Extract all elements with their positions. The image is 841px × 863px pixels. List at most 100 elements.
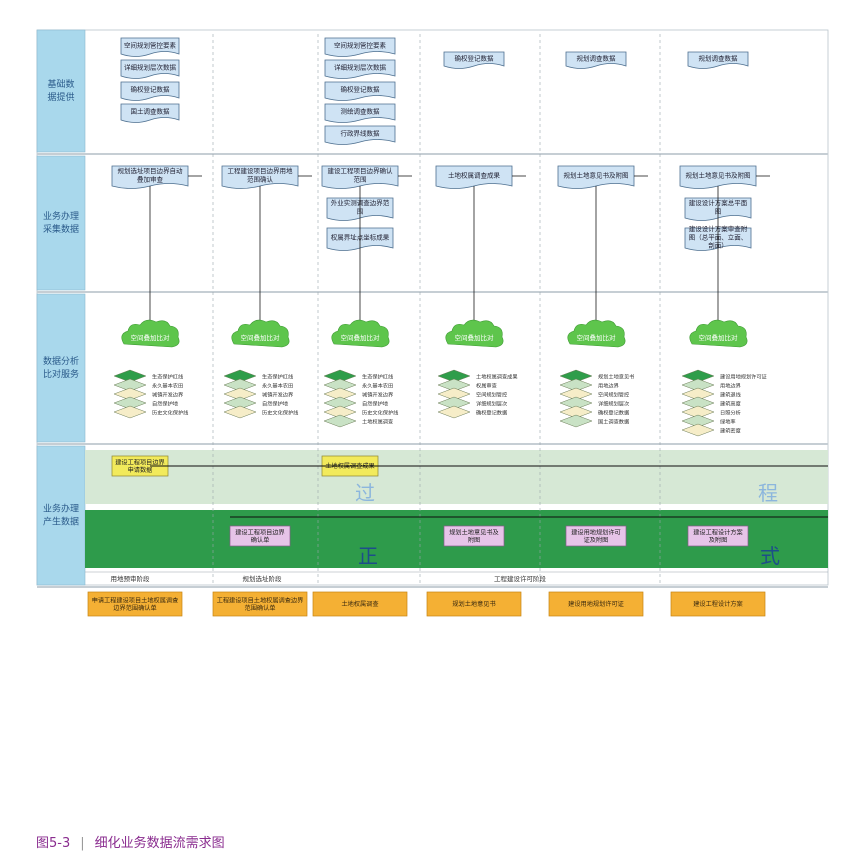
lane-title: 产生数据 — [43, 516, 79, 528]
output-document — [87, 591, 183, 617]
formal-result-box-label: 及附图 — [709, 536, 728, 544]
process-result-box-label: 建设工程项目边界 — [115, 458, 165, 466]
lane-title: 数据分析 — [43, 355, 79, 367]
data-layer-label: 永久基本农田 — [262, 382, 293, 390]
source-data-box — [324, 125, 396, 145]
source-data-box-label: 确权登记数据 — [131, 84, 171, 93]
formal-result-box-label: 附图 — [468, 536, 480, 544]
business-doc-box-label: 叠加审查 — [137, 174, 164, 183]
data-layer — [681, 378, 715, 392]
data-layer-label: 确权登记数据 — [476, 409, 507, 417]
data-layer — [113, 396, 147, 410]
data-layer-label: 历史文化保护线 — [262, 409, 298, 417]
data-layer — [681, 396, 715, 410]
lane-title: 据提供 — [47, 91, 74, 103]
data-layer — [113, 405, 147, 419]
data-layer-label: 自然保护地 — [152, 400, 178, 408]
data-layer-label: 日照分析 — [720, 409, 741, 417]
data-layer-label: 建设用地规划许可证 — [720, 373, 767, 381]
caption-number: 图5-3 — [36, 836, 71, 851]
lane-header — [36, 445, 86, 586]
stage-label: 规划选址阶段 — [243, 574, 283, 583]
data-layer-label: 权属审查 — [476, 382, 497, 390]
data-layer — [223, 387, 257, 401]
output-document-label: 建设工程设计方案 — [693, 600, 743, 608]
cloud-label: 空间叠加比对 — [455, 333, 495, 342]
formal-result-box-label: 规划土地意见书及 — [449, 528, 499, 536]
business-doc-box-label: 工程建设项目边界用地 — [228, 166, 294, 175]
formal-result-box — [229, 525, 291, 547]
lane-title: 业务办理 — [43, 503, 79, 515]
cloud-icon — [331, 319, 390, 348]
data-layer-label: 土地权属调查成果 — [476, 373, 518, 381]
data-layer-label: 城镇开发边界 — [262, 391, 293, 399]
source-data-box-label: 行政界线数据 — [341, 128, 381, 137]
output-document-label: 申请工程建设项目土地权属调查 — [92, 596, 179, 604]
data-layer-label: 历史文化保护线 — [362, 409, 398, 417]
data-layer-label: 城镇开发边界 — [362, 391, 393, 399]
data-layer — [223, 378, 257, 392]
data-layer — [323, 396, 357, 410]
source-data-box — [324, 103, 396, 123]
data-layer-label: 绿地率 — [720, 418, 736, 426]
data-layer — [113, 369, 147, 383]
data-layer — [437, 396, 471, 410]
data-layer-label: 详细规划层次 — [598, 400, 629, 408]
data-layer-label: 自然保护地 — [262, 400, 288, 408]
data-layer — [437, 369, 471, 383]
source-data-box-label: 测绘调查数据 — [341, 106, 381, 115]
output-document-label: 土地权属调查 — [341, 600, 378, 608]
data-layer — [559, 378, 593, 392]
data-layer-label: 空间规划管控 — [476, 391, 507, 399]
output-document — [426, 591, 522, 617]
output-document-label: 建设用地规划许可证 — [568, 600, 624, 608]
cloud-label: 空间叠加比对 — [241, 333, 281, 342]
cloud-label: 空间叠加比对 — [341, 333, 381, 342]
output-document — [312, 591, 408, 617]
formal-result-box-label: 建设工程项目边界 — [235, 528, 285, 536]
source-data-box — [687, 51, 749, 69]
stage-label: 工程建设许可阶段 — [494, 574, 547, 583]
data-layer — [113, 378, 147, 392]
source-data-box — [565, 51, 627, 69]
output-document-label: 范围确认单 — [245, 604, 276, 612]
output-document-label: 边界范围确认单 — [113, 604, 156, 612]
source-data-box — [120, 59, 180, 79]
data-layer — [681, 369, 715, 383]
business-doc-box-label: 范围 — [354, 174, 367, 183]
data-layer-label: 城镇开发边界 — [152, 391, 183, 399]
data-layer-label: 自然保护地 — [362, 400, 388, 408]
data-layer-label: 建筑高度 — [720, 400, 741, 408]
data-layer — [437, 405, 471, 419]
figure-caption: 图5-3|细化业务数据流需求图 — [36, 832, 225, 851]
business-doc-box-label: 范围确认 — [247, 174, 274, 183]
cloud-label: 空间叠加比对 — [131, 333, 171, 342]
lane-title: 采集数据 — [43, 223, 79, 235]
source-data-box — [324, 59, 396, 79]
data-layer — [223, 396, 257, 410]
lane-title: 基础数 — [47, 78, 74, 90]
data-layer-label: 详细规划层次 — [476, 400, 507, 408]
data-layer — [681, 423, 715, 437]
data-layer-label: 永久基本农田 — [152, 382, 183, 390]
data-layer — [223, 369, 257, 383]
business-doc-box-label: 规划土地意见书及附图 — [564, 170, 629, 179]
data-layer-label: 生态保护红线 — [262, 373, 293, 381]
output-document-label: 规划土地意见书 — [452, 600, 495, 608]
formal-label: 式 — [760, 544, 780, 568]
cloud-icon — [121, 319, 180, 348]
business-doc-box — [321, 165, 399, 189]
lane-title: 业务办理 — [43, 210, 79, 222]
source-data-box — [443, 51, 505, 69]
formal-result-box-label: 证及附图 — [584, 536, 609, 544]
data-layer — [223, 405, 257, 419]
stage-label: 用地预审阶段 — [111, 574, 151, 583]
source-data-box-label: 国土调查数据 — [131, 106, 171, 115]
source-data-box-label: 详细规划层次数据 — [124, 62, 177, 71]
data-layer — [437, 378, 471, 392]
data-layer-label: 历史文化保护线 — [152, 409, 188, 417]
business-doc-box-label: 规划土地意见书及附图 — [686, 170, 751, 179]
data-layer-label: 用地边界 — [598, 382, 619, 390]
formal-result-box-label: 建设工程设计方案 — [693, 528, 743, 536]
cloud-label: 空间叠加比对 — [577, 333, 617, 342]
